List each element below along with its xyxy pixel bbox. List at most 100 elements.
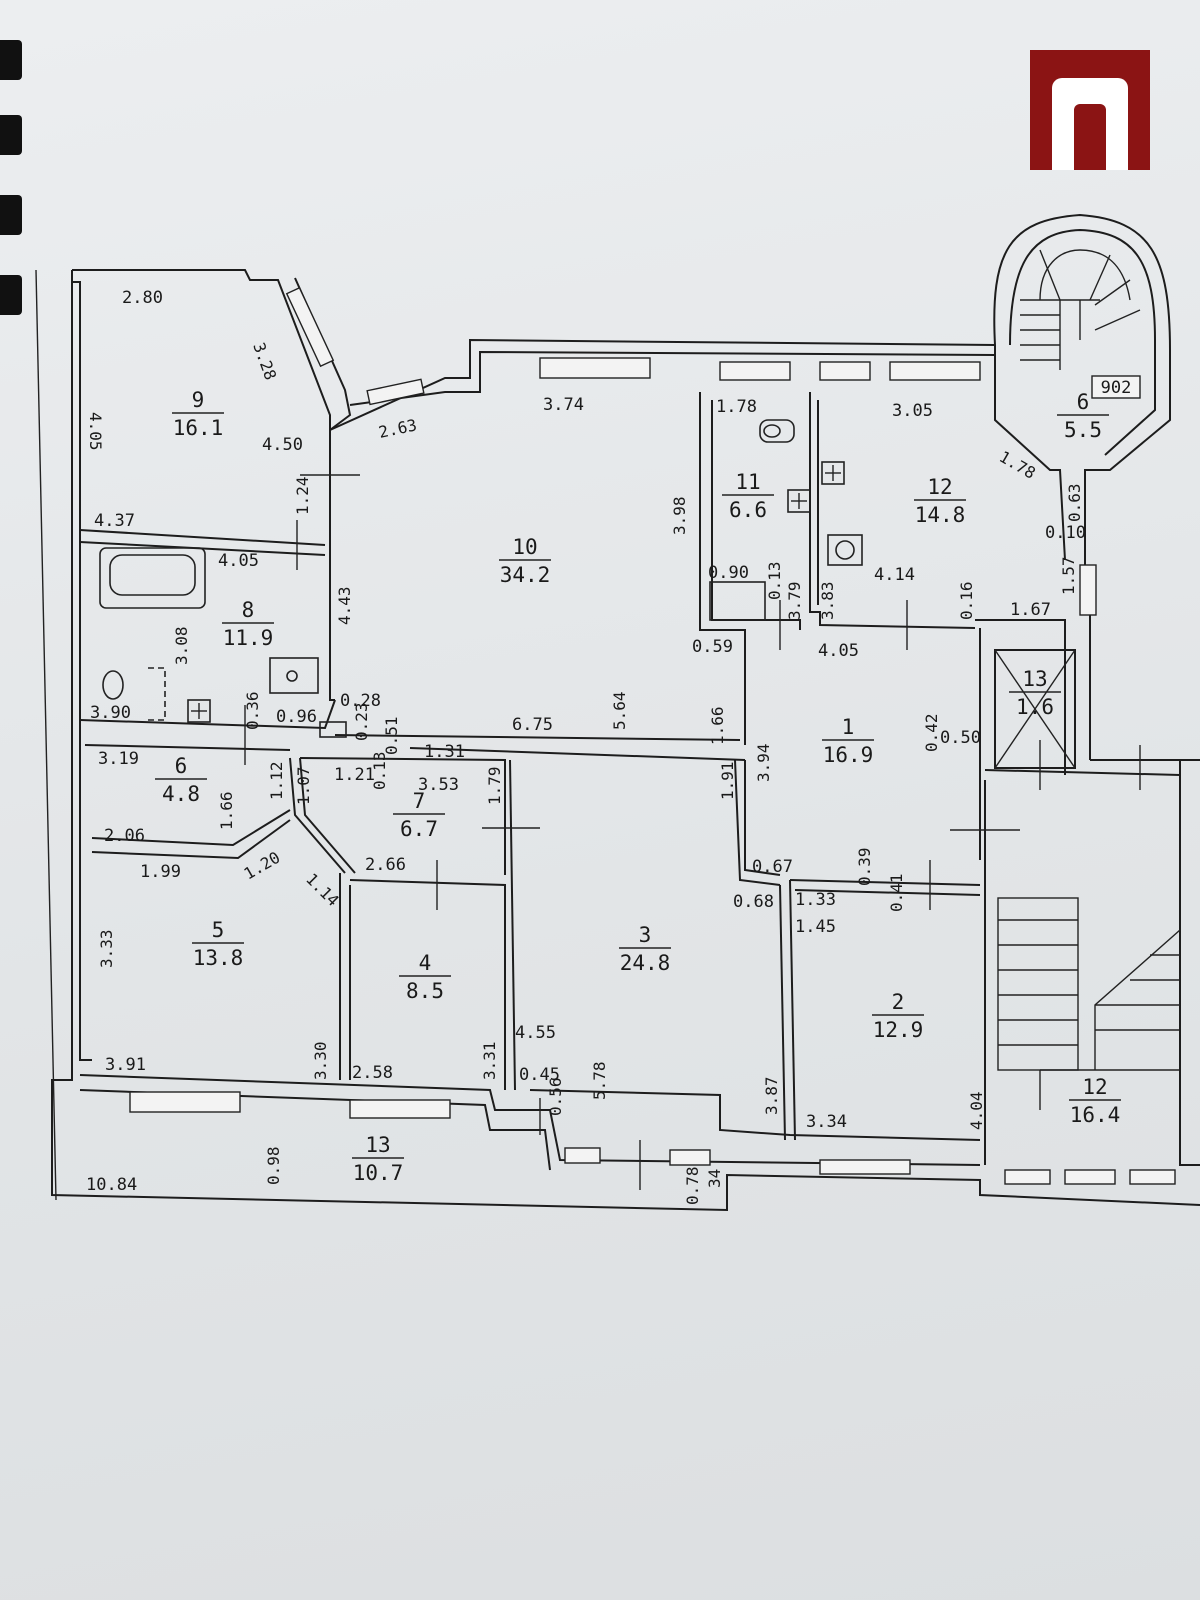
dimension-label: 1.31 — [424, 742, 465, 762]
room-number: 11 — [735, 470, 760, 494]
room-area: 1.6 — [1016, 695, 1054, 719]
dimension-label: 5.64 — [610, 691, 629, 730]
dimension-label: 1.78 — [996, 447, 1039, 483]
dimension-label: 0.96 — [276, 707, 317, 727]
stair-tag: 902 — [1101, 378, 1132, 398]
room-area: 13.8 — [193, 946, 244, 970]
room-area: 6.7 — [400, 817, 438, 841]
n-logo — [1030, 50, 1150, 170]
dimension-label: 1.07 — [294, 766, 313, 805]
room-6-label: 64.8 — [155, 754, 207, 806]
toilet-icon — [102, 670, 124, 700]
dimension-label: 0.13 — [370, 751, 389, 790]
dimension-label: 0.68 — [733, 892, 774, 912]
dimension-label: 1.99 — [140, 862, 181, 882]
dimension-label: 1.67 — [1010, 600, 1051, 620]
toilet-icon — [759, 419, 795, 443]
dimension-label: 0.90 — [708, 563, 749, 583]
dimension-label: 4.43 — [335, 586, 354, 625]
dimension-label: 0.28 — [340, 691, 381, 711]
dimension-label: 0.59 — [692, 637, 733, 657]
dimension-label: 0.78 — [683, 1166, 702, 1205]
room-area: 16.9 — [823, 743, 874, 767]
dimension-label: 1.79 — [485, 766, 504, 805]
dimension-label: 2.66 — [365, 855, 406, 875]
room-area: 6.6 — [729, 498, 767, 522]
room-number: 8 — [242, 598, 255, 622]
room-number: 6 — [1077, 390, 1090, 414]
dimension-label: 3.53 — [418, 775, 459, 795]
binder-hole — [0, 195, 22, 235]
dimension-label: 3.91 — [105, 1055, 146, 1075]
dimension-label: 0.67 — [752, 857, 793, 877]
dimension-label: 1.66 — [217, 791, 236, 830]
room-number: 12 — [1082, 1075, 1107, 1099]
room-2-label: 212.9 — [872, 990, 924, 1042]
room-number: 1 — [842, 715, 855, 739]
room-12-label: 12 14.8 — [914, 475, 966, 527]
dimension-label: 0.39 — [855, 847, 874, 886]
room-number: 13 — [1022, 667, 1047, 691]
room-area: 14.8 — [915, 503, 966, 527]
room-number: 6 — [175, 754, 188, 778]
room-number: 10 — [512, 535, 537, 559]
room-number: 4 — [419, 951, 432, 975]
dimension-label: 1.45 — [795, 917, 836, 937]
spiral-staircase — [1020, 249, 1141, 399]
dimension-label: 4.50 — [262, 435, 303, 455]
dimension-label: 10.84 — [86, 1175, 137, 1195]
dimension-label: 1.57 — [1059, 556, 1078, 595]
room-4-label: 48.5 — [399, 951, 451, 1003]
room-9-label: 916.1 — [172, 388, 224, 440]
logo-arch-inner — [1074, 104, 1106, 170]
bathtub-icon — [99, 547, 206, 609]
room-number: 5 — [212, 918, 225, 942]
dimension-label: 1.21 — [334, 765, 375, 785]
room-area: 24.8 — [620, 951, 671, 975]
dimension-label: 1.66 — [708, 706, 727, 745]
dimension-label: 1.20 — [241, 848, 284, 884]
dimension-label: 0.98 — [264, 1146, 283, 1185]
dimension-label: 3.74 — [543, 395, 584, 415]
dimension-label: 2.80 — [122, 288, 163, 308]
dimension-label: 3.33 — [97, 929, 116, 968]
room-number: 9 — [192, 388, 205, 412]
dimension-label: 0.50 — [940, 728, 981, 748]
door-ticks — [244, 474, 1141, 1190]
dimension-label: 1.14 — [302, 869, 343, 910]
dimension-label: 0.45 — [519, 1065, 560, 1085]
dimension-label: 0.36 — [243, 691, 262, 730]
dimension-label: 2.63 — [377, 415, 419, 442]
dimension-label: 1.91 — [718, 761, 737, 800]
room-10-label: 10 34.2 — [499, 535, 551, 587]
dimension-label: 4.05 — [86, 412, 105, 451]
fixtures — [99, 419, 863, 738]
dimension-label: 0.56 — [546, 1077, 565, 1116]
dimension-label: 0.16 — [957, 581, 976, 620]
stair-12-label: 12 16.4 — [1069, 1075, 1121, 1127]
binder-hole — [0, 115, 22, 155]
binder-hole — [0, 40, 22, 80]
dimension-label: 5.78 — [590, 1061, 609, 1100]
dimension-label: 4.55 — [515, 1023, 556, 1043]
room-area: 34.2 — [500, 563, 551, 587]
dimension-label: 3.30 — [311, 1041, 330, 1080]
sheet-edge — [35, 269, 57, 1201]
room-area: 16.4 — [1070, 1103, 1121, 1127]
dimension-label: 4.37 — [94, 511, 135, 531]
room-area: 10.7 — [353, 1161, 404, 1185]
room-area: 5.5 — [1064, 418, 1102, 442]
room-13-label: 131.6 — [1009, 667, 1061, 719]
dimension-label: 0.10 — [1045, 523, 1086, 543]
sink-icon — [269, 657, 319, 694]
dimension-label: 4.05 — [218, 551, 259, 571]
dimension-label: 3.34 — [806, 1112, 847, 1132]
room-area: 12.9 — [873, 1018, 924, 1042]
dimension-label: 0.23 — [352, 702, 371, 741]
dimension-label: 3.31 — [480, 1041, 499, 1080]
room-number: 12 — [927, 475, 952, 499]
room-number: 13 — [365, 1133, 390, 1157]
